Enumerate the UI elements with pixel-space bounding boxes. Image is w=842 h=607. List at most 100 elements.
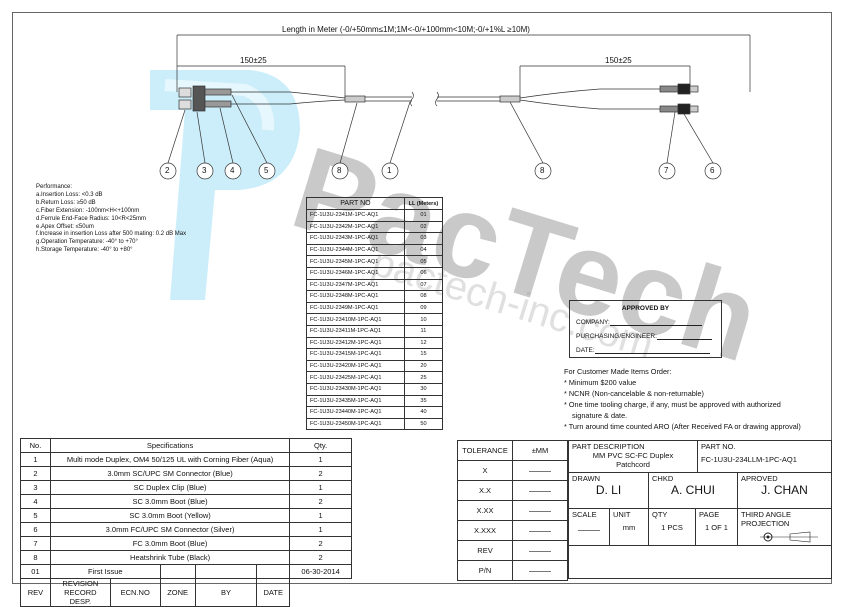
- item-no: 7: [20, 536, 51, 551]
- item-qty: 2: [289, 494, 352, 509]
- perf-line: d.Ferrule End-Face Radius: 10<R<25mm: [36, 215, 147, 222]
- approval-purchasing: PURCHASING/ENGINEER:: [576, 333, 715, 340]
- title-block-blank: [568, 545, 832, 579]
- tolerance-value: [512, 500, 568, 521]
- part-no: FC-1U3U-2345M-1PC-AQ1: [306, 255, 405, 268]
- order-notes: For Customer Made Items Order: * Minimum…: [564, 366, 801, 432]
- item-qty: 2: [289, 536, 352, 551]
- length: 50: [403, 417, 444, 431]
- item-spec: SC 3.0mm Boot (Blue): [49, 494, 291, 509]
- item-no: 1: [20, 452, 51, 467]
- perf-line: a.Insertion Loss: <0.3 dB: [36, 191, 103, 198]
- bom-header-no: No.: [20, 438, 51, 453]
- length: 08: [403, 290, 444, 303]
- label: CHKD: [652, 474, 674, 483]
- length: 25: [403, 371, 444, 384]
- callout-8: 8: [540, 166, 545, 175]
- length: 40: [403, 406, 444, 419]
- tolerance-value: [512, 560, 568, 581]
- note-line: signature & date.: [572, 411, 628, 420]
- note-line: For Customer Made Items Order:: [564, 367, 672, 376]
- approval-company: COMPANY:: [576, 319, 715, 326]
- note-line: * Minimum $200 value: [564, 378, 637, 387]
- tolerance-row: X: [457, 460, 568, 481]
- item-qty: 1: [289, 522, 352, 537]
- perf-line: f.Increase in insertion Loss after 500 m…: [36, 231, 187, 238]
- tolerance-value: [512, 460, 568, 481]
- projection-label: THIRD ANGLE PROJECTION: [741, 510, 792, 528]
- perf-line: b.Return Loss: ≥50 dB: [36, 199, 96, 206]
- rev-header: REVISION RECORD DESP.: [49, 578, 111, 607]
- item-spec: Multi mode Duplex, OM4 50/125 UL with Co…: [49, 452, 291, 467]
- part-no: FC-1U3U-23450M-1PC-AQ1: [306, 417, 405, 431]
- approved-by: J. CHAN: [761, 483, 808, 497]
- length: 12: [403, 336, 444, 350]
- part-no-cell: PART NO.FC-1U3U-234LLM-1PC-AQ1: [697, 440, 832, 473]
- drawing-frame: [12, 12, 832, 584]
- item-qty: 2: [289, 550, 352, 565]
- length: 11: [403, 324, 444, 338]
- part-no: FC-1U3U-23410M-1PC-AQ1: [306, 313, 405, 326]
- part-no: FC-1U3U-23435M-1PC-AQ1: [306, 394, 405, 408]
- callout-2: 2: [165, 166, 170, 175]
- item-no: 8: [20, 550, 51, 565]
- item-qty: 1: [289, 452, 352, 467]
- item-no: 4: [20, 494, 51, 509]
- part-no: FC-1U3U-2348M-1PC-AQ1: [306, 290, 405, 303]
- part-no: FC-1U3U-2341M-1PC-AQ1: [306, 209, 405, 222]
- unit: mm: [622, 523, 636, 532]
- rev-date: 06-30-2014: [289, 564, 352, 579]
- length: 09: [403, 301, 444, 315]
- rev-header: ECN.NO: [109, 578, 161, 607]
- callout-4: 4: [230, 166, 235, 175]
- item-no: 6: [20, 522, 51, 537]
- item-spec: 3.0mm FC/UPC SM Connector (Silver): [49, 522, 291, 537]
- rev-header: BY: [194, 578, 258, 607]
- length: 06: [403, 266, 444, 280]
- right-breakout-dimension: 150±25: [605, 56, 632, 65]
- callout-3: 3: [202, 166, 207, 175]
- label: PART DESCRIPTION: [572, 442, 645, 451]
- label: DRAWN: [572, 474, 601, 483]
- tolerance-row: REV: [457, 540, 568, 561]
- part-no: FC-1U3U-23420M-1PC-AQ1: [306, 359, 405, 373]
- callout-6: 6: [710, 166, 715, 175]
- rev-header: ZONE: [159, 578, 196, 607]
- item-spec: FC 3.0mm Boot (Blue): [49, 536, 291, 551]
- length: 04: [403, 243, 444, 257]
- item-no: 5: [20, 508, 51, 523]
- tolerance-row: X.XXX: [457, 520, 568, 541]
- rev-header: DATE: [256, 578, 291, 607]
- item-spec: Heatshrink Tube (Black): [49, 550, 291, 565]
- rev-header: REV: [20, 578, 51, 607]
- item-spec: SC 3.0mm Boot (Yellow): [49, 508, 291, 523]
- part-no: FC-1U3U-2346M-1PC-AQ1: [306, 266, 405, 280]
- rev-desc: First Issue: [49, 564, 161, 579]
- tolerance-value: [512, 520, 568, 541]
- length: 35: [403, 394, 444, 408]
- approval-title: APPROVED BY: [621, 305, 670, 312]
